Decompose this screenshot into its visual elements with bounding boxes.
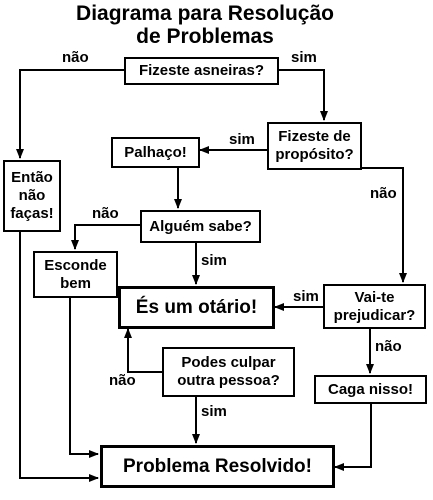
node-fizeste-de-proposito: Fizeste de propósito? xyxy=(267,122,362,170)
arrow-proposito-nao xyxy=(362,167,407,283)
arrow-culpar-nao xyxy=(124,328,162,373)
arrow-naofacas-resolvido xyxy=(19,232,99,482)
title-line-1: Diagrama para Resolução xyxy=(76,2,334,25)
node-problema-resolvido: Problema Resolvido! xyxy=(100,445,335,488)
node-esconde-bem: Esconde bem xyxy=(33,251,118,298)
arrow-alguem-nao xyxy=(71,224,140,250)
label-sim-alguem: sim xyxy=(201,252,227,269)
arrow-asneiras-nao xyxy=(16,69,124,159)
node-caga-nisso: Caga nisso! xyxy=(314,375,427,404)
node-podes-culpar: Podes culpar outra pessoa? xyxy=(162,347,295,397)
label-sim-culpar: sim xyxy=(201,403,227,420)
node-es-um-otario: És um otário! xyxy=(118,286,275,329)
label-nao-alguem: não xyxy=(92,205,119,222)
label-nao-prejudicar: não xyxy=(375,338,402,355)
arrow-caga-resolvido xyxy=(334,404,372,471)
label-nao-asneiras: não xyxy=(62,49,89,66)
node-alguem-sabe: Alguém sabe? xyxy=(140,210,261,243)
label-sim-asneiras: sim xyxy=(291,49,317,66)
label-nao-proposito: não xyxy=(370,185,397,202)
arrow-asneiras-sim xyxy=(279,69,328,121)
label-sim-proposito: sim xyxy=(229,131,255,148)
diagram-title: Diagrama para Resolução de Problemas xyxy=(40,2,370,48)
label-nao-culpar: não xyxy=(109,372,136,389)
label-sim-prejudicar: sim xyxy=(293,288,319,305)
arrow-esconde-resolvido xyxy=(69,298,99,458)
node-palhaco: Palhaço! xyxy=(111,137,200,168)
node-entao-nao-facas: Então não faças! xyxy=(3,160,61,232)
node-vai-te-prejudicar: Vai-te prejudicar? xyxy=(323,284,426,329)
node-fizeste-asneiras: Fizeste asneiras? xyxy=(124,57,279,85)
title-line-2: de Problemas xyxy=(136,25,274,48)
